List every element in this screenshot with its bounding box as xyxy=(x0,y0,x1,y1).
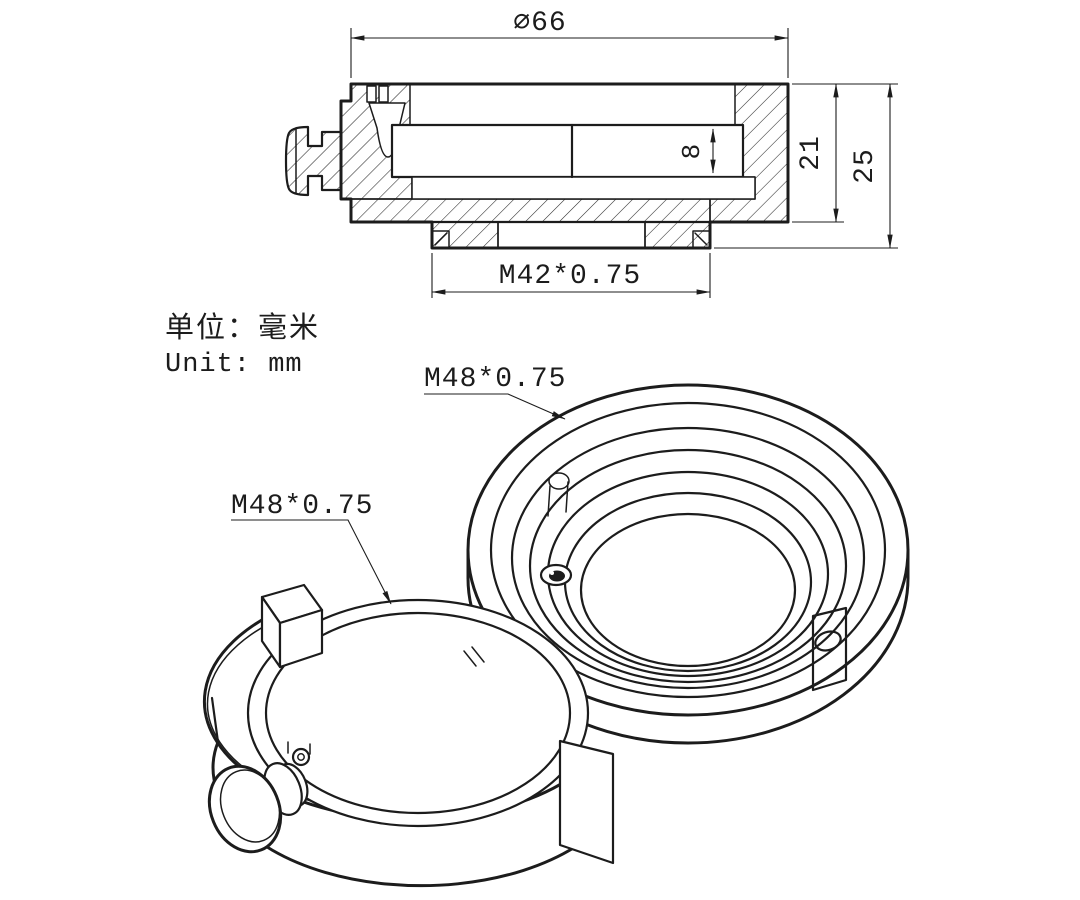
label-m48-adapter: M48*0.75 xyxy=(424,364,566,420)
units-note-cn: 单位：毫米 xyxy=(165,310,320,344)
label-m48-clamp-text: M48*0.75 xyxy=(231,491,373,522)
units-note: 单位：毫米 Unit: mm xyxy=(165,310,320,380)
adapter-thread-start-lug xyxy=(547,472,570,517)
dimension-outer-diameter: ∅66 xyxy=(350,8,789,78)
clamp-lip-inner-edge xyxy=(264,611,572,815)
section-outline xyxy=(339,82,790,250)
adapter-thread-4 xyxy=(579,512,797,668)
adapter-side-slot xyxy=(811,606,848,692)
dim-inner-ring-height-text: 8 xyxy=(677,143,707,160)
clamp-thumbscrew xyxy=(207,762,309,854)
dimension-overall-height: 25 xyxy=(714,83,898,249)
iso-clamp-ring xyxy=(202,583,615,888)
label-m48-adapter-text: M48*0.75 xyxy=(424,364,566,395)
clamp-left-end-block xyxy=(260,583,324,669)
dim-overall-height-text: 25 xyxy=(850,148,881,184)
section-thumbscrew xyxy=(284,125,343,197)
section-inner-ring xyxy=(390,123,756,200)
adapter-wall-sides xyxy=(466,548,910,580)
dimension-body-height: 21 xyxy=(792,83,898,223)
clamp-right-end-block xyxy=(558,739,615,865)
dimension-bottom-thread: M42*0.75 xyxy=(431,253,711,298)
dim-outer-diameter-text: ∅66 xyxy=(513,8,566,39)
section-flange-details xyxy=(430,220,712,249)
clamp-left-silhouette xyxy=(210,696,220,744)
clamp-lip-split xyxy=(463,646,485,667)
clamp-lock-screw xyxy=(287,741,311,767)
section-view: ∅66 8 21 25 M42*0.75 xyxy=(284,8,898,298)
dim-bottom-thread-text: M42*0.75 xyxy=(499,261,641,292)
iso-view: M48*0.75 M48*0.75 xyxy=(202,364,910,888)
dimension-inner-ring-height: 8 xyxy=(677,128,716,174)
units-note-en: Unit: mm xyxy=(165,350,303,380)
dim-body-height-text: 21 xyxy=(796,135,827,171)
label-m48-clamp: M48*0.75 xyxy=(231,491,392,605)
adapter-face-screw-hole xyxy=(539,563,573,587)
iso-adapter-ring xyxy=(466,383,910,745)
